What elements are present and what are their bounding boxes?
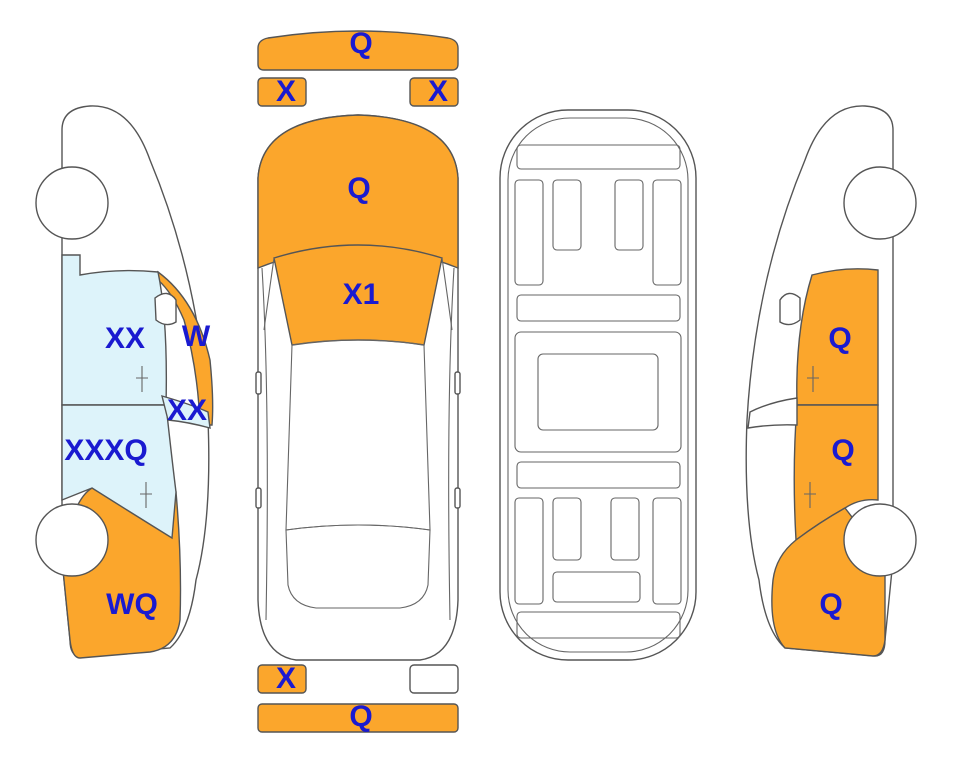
left-front-door-glass[interactable] [61, 254, 168, 406]
underbody-part [652, 497, 682, 605]
right-front-door-panel[interactable] [796, 268, 879, 406]
left-rear-wheel [35, 503, 109, 577]
right-rear-wheel [843, 503, 917, 577]
right-mirror-mark [454, 371, 461, 395]
right-b-pillar-glass [747, 397, 798, 429]
underbody-part [516, 461, 681, 489]
right-mirror [779, 292, 801, 326]
right-handle-mark [454, 487, 461, 509]
left-rear-door-label: XXXQ [64, 434, 147, 467]
rear-right-light-panel[interactable] [409, 664, 459, 694]
left-mirror-mark [255, 371, 262, 395]
underbody-part [552, 497, 582, 561]
front-bumper-label: Q [349, 27, 372, 60]
underbody-part [610, 497, 640, 561]
underbody-part [514, 497, 544, 605]
underbody-outline [499, 109, 697, 661]
right-quarter-label: Q [819, 588, 842, 621]
rear-parts: X Q [257, 662, 459, 733]
left-b-pillar-panel[interactable] [161, 394, 211, 429]
right-front-wheel [843, 166, 917, 240]
left-rear-door-glass[interactable] [61, 404, 177, 540]
underbody-part [514, 179, 544, 286]
rear-bumper-label: Q [349, 700, 372, 733]
underbody-part [516, 611, 681, 639]
underbody-part [652, 179, 682, 286]
front-right-light-label: X [428, 75, 448, 108]
right-rear-door-label: Q [831, 434, 854, 467]
underbody-part [514, 331, 682, 453]
left-handle-mark [255, 487, 262, 509]
front-parts: Q X X [257, 27, 459, 108]
underbody-part [552, 571, 641, 603]
underbody-inner [507, 117, 689, 653]
front-bumper-panel[interactable] [257, 30, 459, 71]
car-left-side-view: WQ W XX XXXQ XX [35, 105, 214, 659]
underbody-part [516, 144, 681, 170]
underbody-part [614, 179, 644, 251]
right-a-line [441, 257, 453, 331]
left-mirror [154, 292, 177, 326]
underbody-part [516, 294, 681, 322]
left-door-handle-front [136, 366, 148, 392]
car-right-side-view: Q Q Q [745, 105, 917, 657]
left-side-line [261, 267, 268, 621]
rear-left-light-label: X [276, 662, 296, 695]
left-front-wheel [35, 166, 109, 240]
right-side-line [448, 267, 455, 621]
left-a-pillar-label: W [182, 320, 211, 353]
front-right-light-panel[interactable] [409, 77, 459, 107]
right-door-handle-rear [804, 482, 816, 508]
left-front-door-label: XX [105, 322, 145, 355]
rear-left-light-panel[interactable] [257, 664, 307, 694]
car-top-view: Q X1 [255, 114, 461, 661]
left-quarter-label: WQ [106, 588, 158, 621]
hood-label: Q [347, 172, 370, 205]
front-left-light-panel[interactable] [257, 77, 307, 107]
left-a-line [263, 257, 275, 331]
underbody-part [552, 179, 582, 251]
left-door-handle-rear [140, 482, 152, 508]
underbody-part [537, 353, 659, 431]
right-door-handle-front [807, 366, 819, 392]
left-b-pillar-label: XX [167, 394, 207, 427]
front-left-light-label: X [276, 75, 296, 108]
windshield-label: X1 [343, 278, 380, 311]
right-front-door-label: Q [828, 322, 851, 355]
car-underbody-view [499, 109, 697, 661]
rear-bumper-panel[interactable] [257, 703, 459, 733]
rear-window-outline [285, 524, 431, 609]
